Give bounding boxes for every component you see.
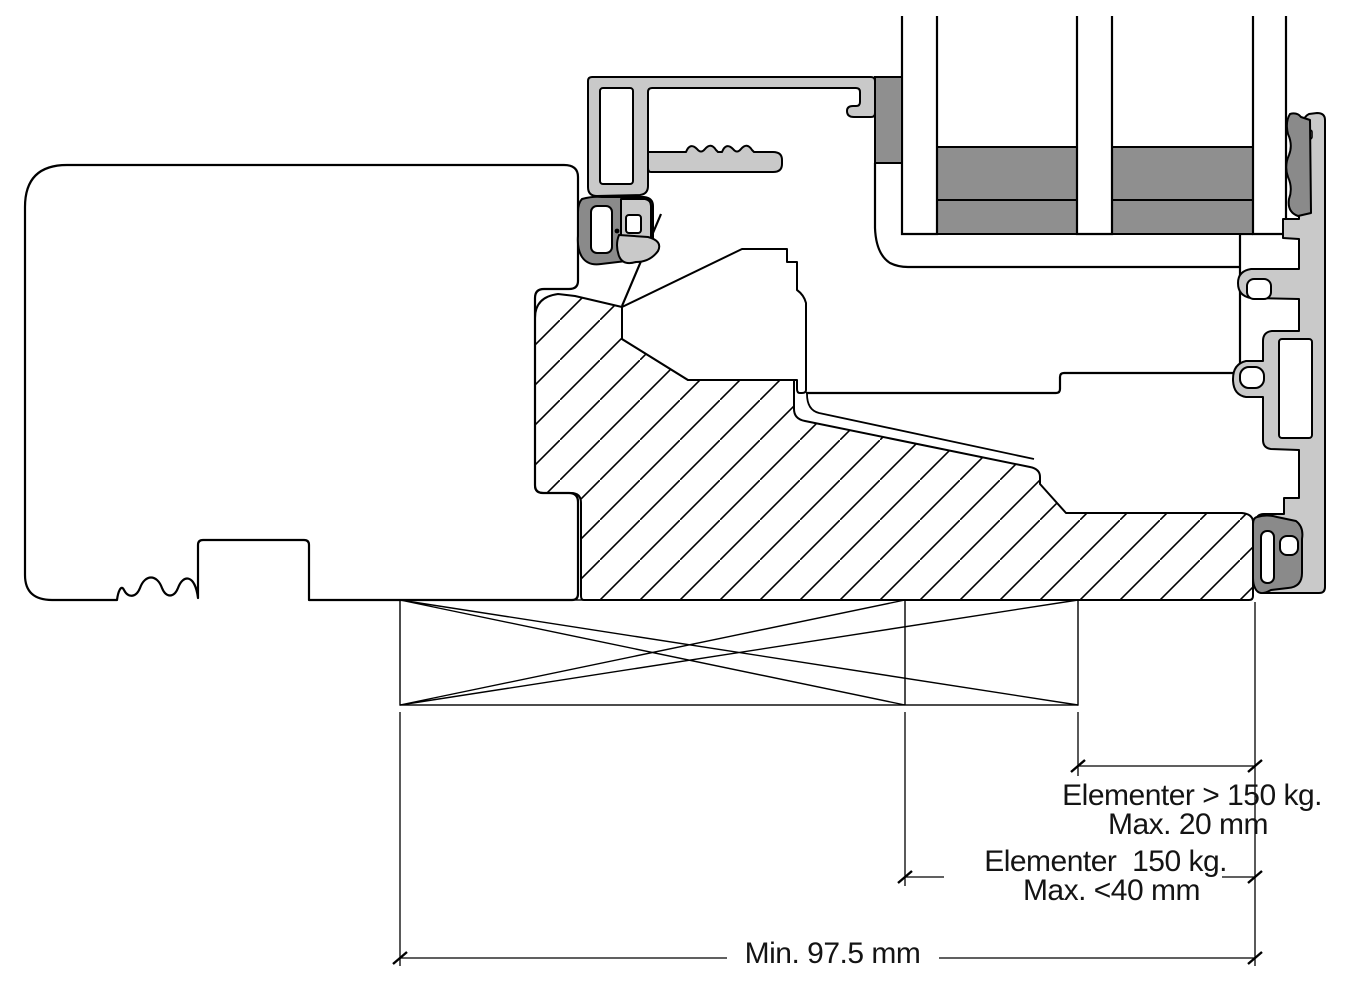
support-wedge-block <box>621 248 807 394</box>
glazing-unit <box>874 16 1288 236</box>
right-upper-gasket <box>1285 112 1312 217</box>
dim-label-max-20mm: Max. 20 mm <box>1107 808 1269 841</box>
window-sill-board <box>23 163 580 602</box>
glazing-spacer <box>1111 199 1254 235</box>
glazing-spacer <box>936 199 1078 235</box>
dimension-ticks <box>392 759 1263 965</box>
left-rubber-gasket <box>576 195 661 266</box>
dimension-lines <box>392 602 1263 966</box>
dim-label-elements-over-150kg: Elementer > 150 kg. <box>1062 779 1322 812</box>
glazing-setting-block <box>874 76 903 164</box>
aluminium-cover-profile <box>587 76 876 197</box>
dim-label-min-97-5mm: Min. 97.5 mm <box>744 937 921 970</box>
glazing-spacer <box>1111 146 1254 201</box>
keeper-slot <box>1246 278 1272 300</box>
sash-frame-outline <box>620 163 1253 395</box>
gasket-carrier-bar <box>647 144 783 173</box>
timber-frame-hatched-section <box>534 248 1254 601</box>
dim-label-max-40mm: Max. <40 mm <box>1022 874 1201 907</box>
frame-hook-slot <box>1239 366 1265 389</box>
support-blocking-cross-box <box>399 599 1079 706</box>
right-aluminium-frame-profile <box>1232 112 1326 594</box>
dim-label-elements-150kg: Elementer 150 kg. <box>984 845 1227 878</box>
gasket-foot <box>616 234 661 265</box>
glazing-spacer <box>936 146 1078 201</box>
sash-underside-line <box>806 393 1035 460</box>
